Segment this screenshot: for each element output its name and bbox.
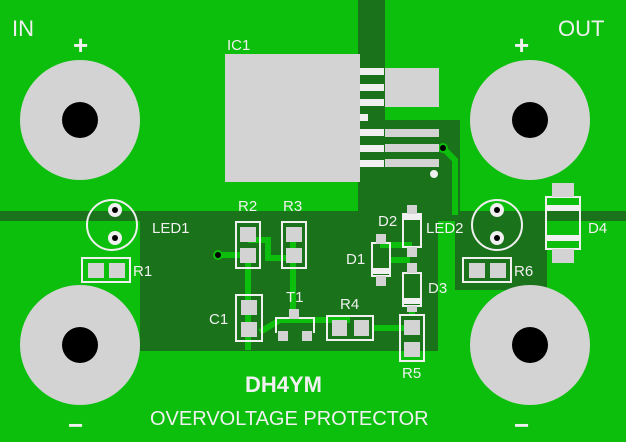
r6-footprint: [462, 257, 512, 283]
in-label: IN: [12, 16, 34, 41]
r6-label: R6: [514, 263, 533, 280]
r3-label: R3: [283, 198, 302, 215]
c1-label: C1: [209, 311, 228, 328]
r1-label: R1: [133, 263, 152, 280]
r4-label: R4: [340, 296, 359, 313]
d3-footprint: [402, 263, 422, 312]
out-label: OUT: [558, 16, 604, 41]
d4-footprint: [545, 183, 581, 263]
led1-footprint: [86, 199, 138, 251]
d1-label: D1: [346, 251, 365, 268]
r5-label: R5: [402, 365, 421, 382]
out-minus-label: −: [514, 410, 529, 440]
led1-label: LED1: [152, 220, 190, 237]
d3-label: D3: [428, 280, 447, 297]
r2-label: R2: [238, 198, 257, 215]
d1-footprint: [371, 234, 391, 286]
in-minus-label: −: [68, 410, 83, 440]
ic1-footprint: [225, 54, 439, 182]
vias: [213, 143, 448, 260]
d2-footprint: [402, 205, 422, 257]
t1-label: T1: [286, 289, 304, 306]
r3-footprint: [281, 221, 307, 269]
r1-footprint: [81, 257, 131, 283]
t1-footprint: [275, 309, 315, 341]
board-title: DH4YM: [245, 372, 322, 397]
out-plus-label: +: [514, 30, 529, 60]
mounting-holes: [20, 60, 590, 405]
led2-label: LED2: [426, 220, 464, 237]
r4-footprint: [326, 315, 374, 341]
r2-footprint: [235, 221, 261, 269]
board-subtitle: OVERVOLTAGE PROTECTOR: [150, 408, 429, 430]
d2-label: D2: [378, 213, 397, 230]
led2-footprint: [471, 199, 523, 251]
d4-label: D4: [588, 220, 607, 237]
ic1-label: IC1: [227, 37, 250, 54]
in-plus-label: +: [73, 30, 88, 60]
c1-footprint: [235, 294, 263, 342]
r5-footprint: [399, 314, 425, 362]
